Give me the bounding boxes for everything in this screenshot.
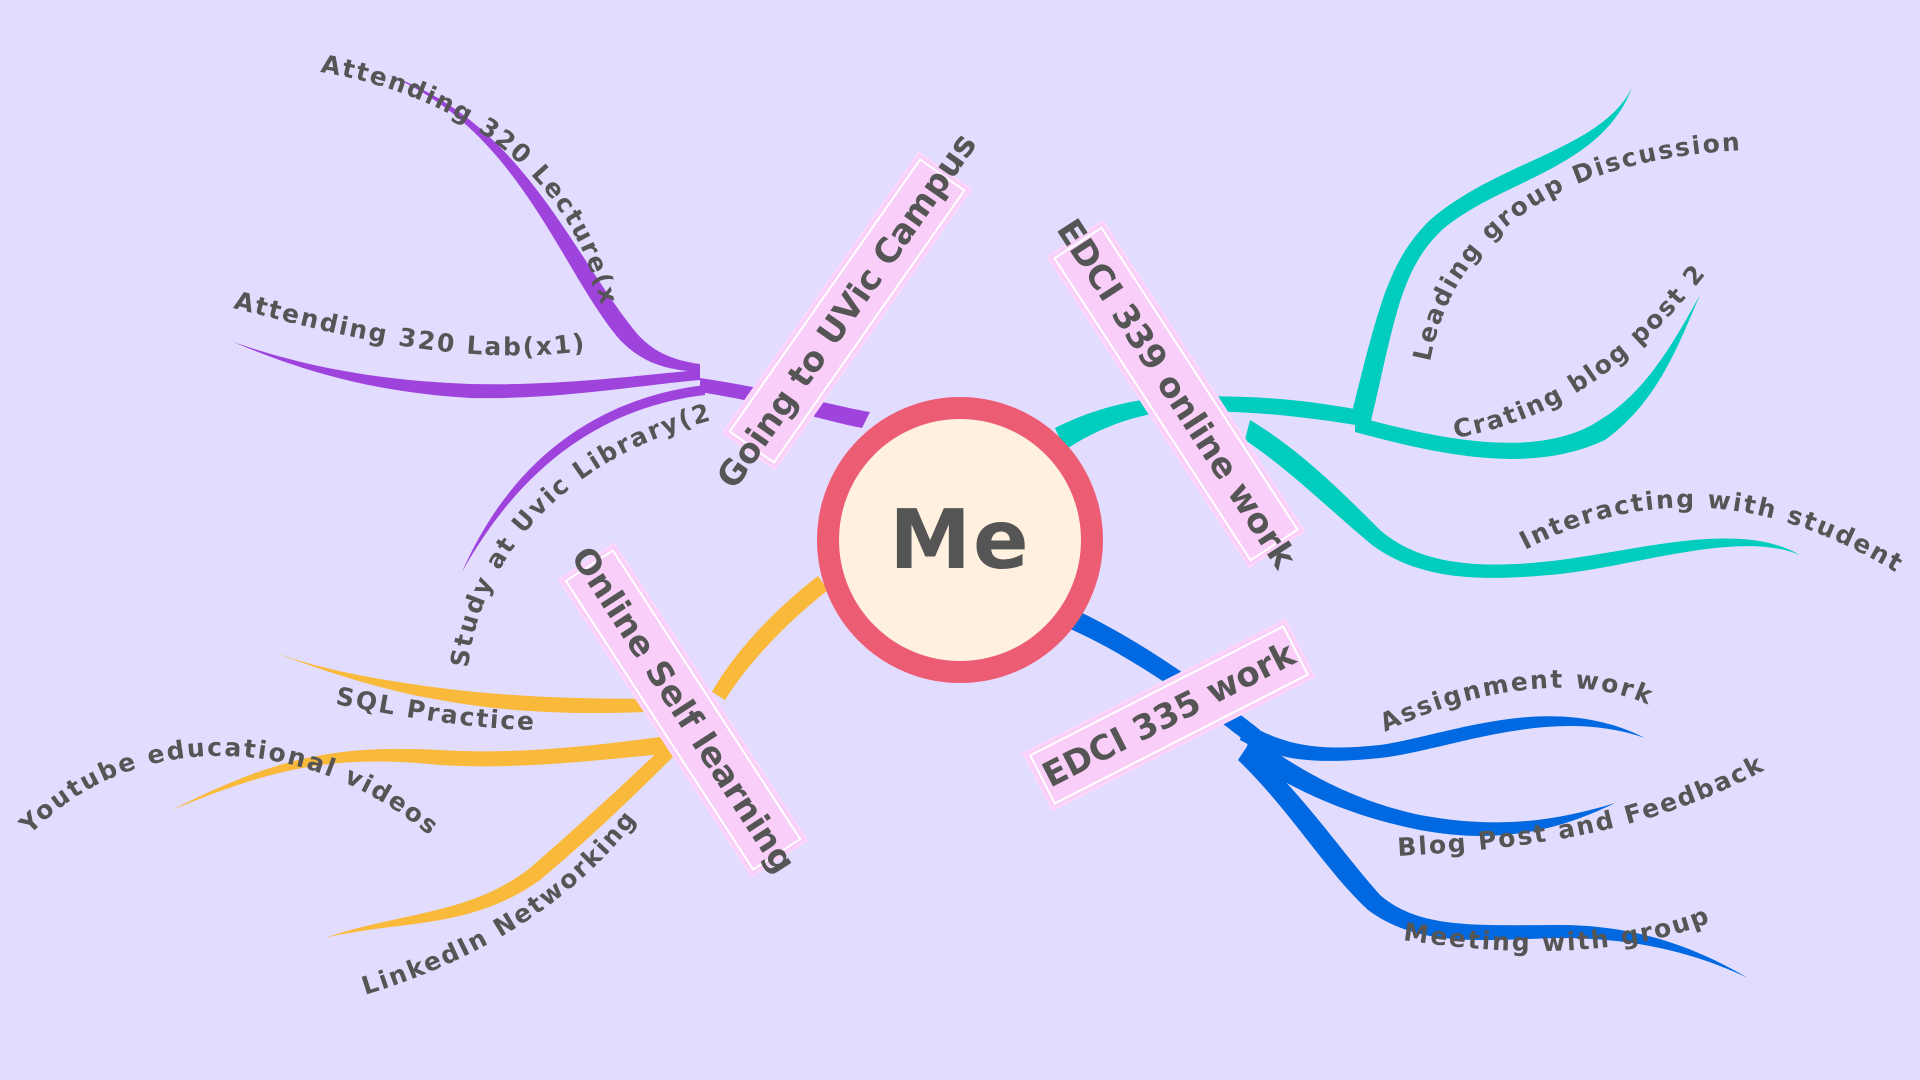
- branch-edci339-lines: [1055, 88, 1800, 578]
- leaf-campus-lab[interactable]: Attending 320 Lab(x1): [231, 286, 587, 362]
- leaf-edci335-blogpost[interactable]: Blog Post and Feedback: [1397, 749, 1770, 862]
- central-node[interactable]: Me: [817, 397, 1103, 683]
- leaf-campus-lecture[interactable]: Attending 320 Lecture(x1): [0, 0, 624, 308]
- leaf-edci339-leading[interactable]: Leading group Discussion: [1407, 127, 1742, 363]
- central-node-label: Me: [889, 492, 1031, 588]
